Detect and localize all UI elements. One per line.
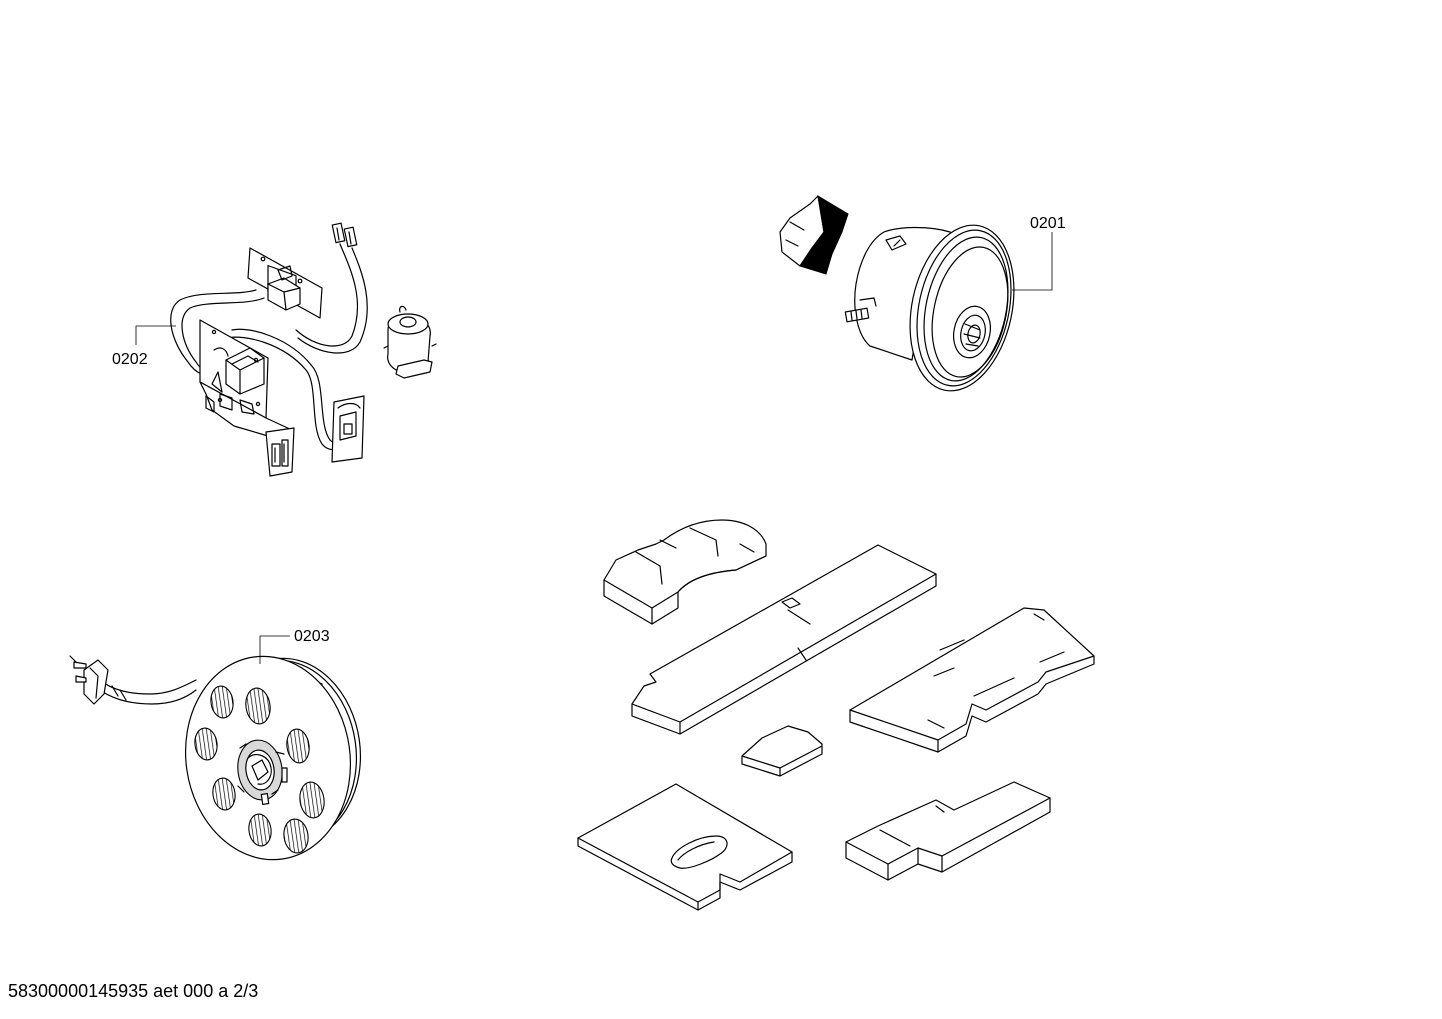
callout-label-0203: 0203	[294, 628, 330, 645]
foam-plate-slotted	[577, 783, 793, 911]
callout-leader-0203	[259, 635, 290, 664]
motor-body	[844, 224, 1015, 392]
wire-terminals-top	[331, 222, 358, 248]
filter-foam-piece	[779, 195, 849, 275]
document-code: 58300000145935 aet 000 a 2/3	[8, 981, 259, 1001]
motor-assembly-0201	[779, 195, 1053, 392]
foam-block-curved	[603, 519, 767, 625]
callout-label-0201: 0201	[1030, 215, 1066, 232]
electronics-assembly-0202	[135, 222, 437, 477]
reel-hub	[237, 739, 288, 805]
callout-label-0202: 0202	[112, 351, 148, 368]
callout-leader-0201	[1012, 232, 1053, 291]
foam-board-long	[631, 544, 937, 735]
cable-reel-assembly-0203	[69, 635, 362, 861]
callout-leader-0202	[135, 325, 176, 345]
foam-block-stepped	[845, 781, 1051, 881]
foam-pad-small	[741, 725, 823, 777]
packing-pieces	[577, 519, 1095, 911]
power-plug	[69, 655, 109, 705]
foam-board-right	[849, 607, 1095, 753]
solenoid-coil	[383, 305, 437, 379]
